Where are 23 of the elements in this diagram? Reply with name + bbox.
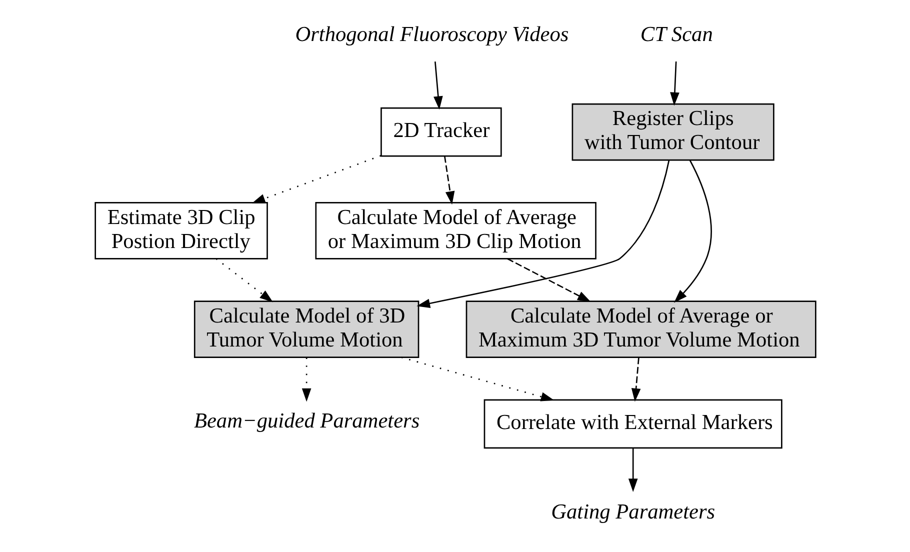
node-box: Calculate Model of Average or Maximum 3D Tumor Volume Motion <box>465 300 816 358</box>
node-box: 2D Tracker <box>380 107 502 157</box>
arrow <box>433 61 442 110</box>
arrow <box>215 258 273 302</box>
arrow <box>506 258 590 302</box>
node-box: Register Clips with Tumor Contour <box>571 103 774 161</box>
arrow <box>674 160 712 303</box>
node-box: Estimate 3D Clip Postion Directly <box>94 202 268 260</box>
node-box: Calculate Model of 3D Tumor Volume Motion <box>193 300 419 358</box>
node-text: Gating Parameters <box>550 499 715 524</box>
arrow <box>416 160 670 308</box>
node-text: CT Scan <box>640 22 712 46</box>
node-text: Beam−guided Parameters <box>193 408 420 433</box>
node-box: Calculate Model of Average or Maximum 3D Clip Motion <box>314 202 596 260</box>
arrow <box>444 156 454 205</box>
arrow <box>628 448 638 492</box>
node-text: Orthogonal Fluoroscopy Videos <box>294 22 568 46</box>
arrow <box>400 356 554 402</box>
node-box: Correlate with External Markers <box>483 399 782 449</box>
arrow <box>670 61 679 106</box>
arrow <box>630 358 640 402</box>
arrow <box>251 155 381 204</box>
arrow <box>301 358 311 402</box>
